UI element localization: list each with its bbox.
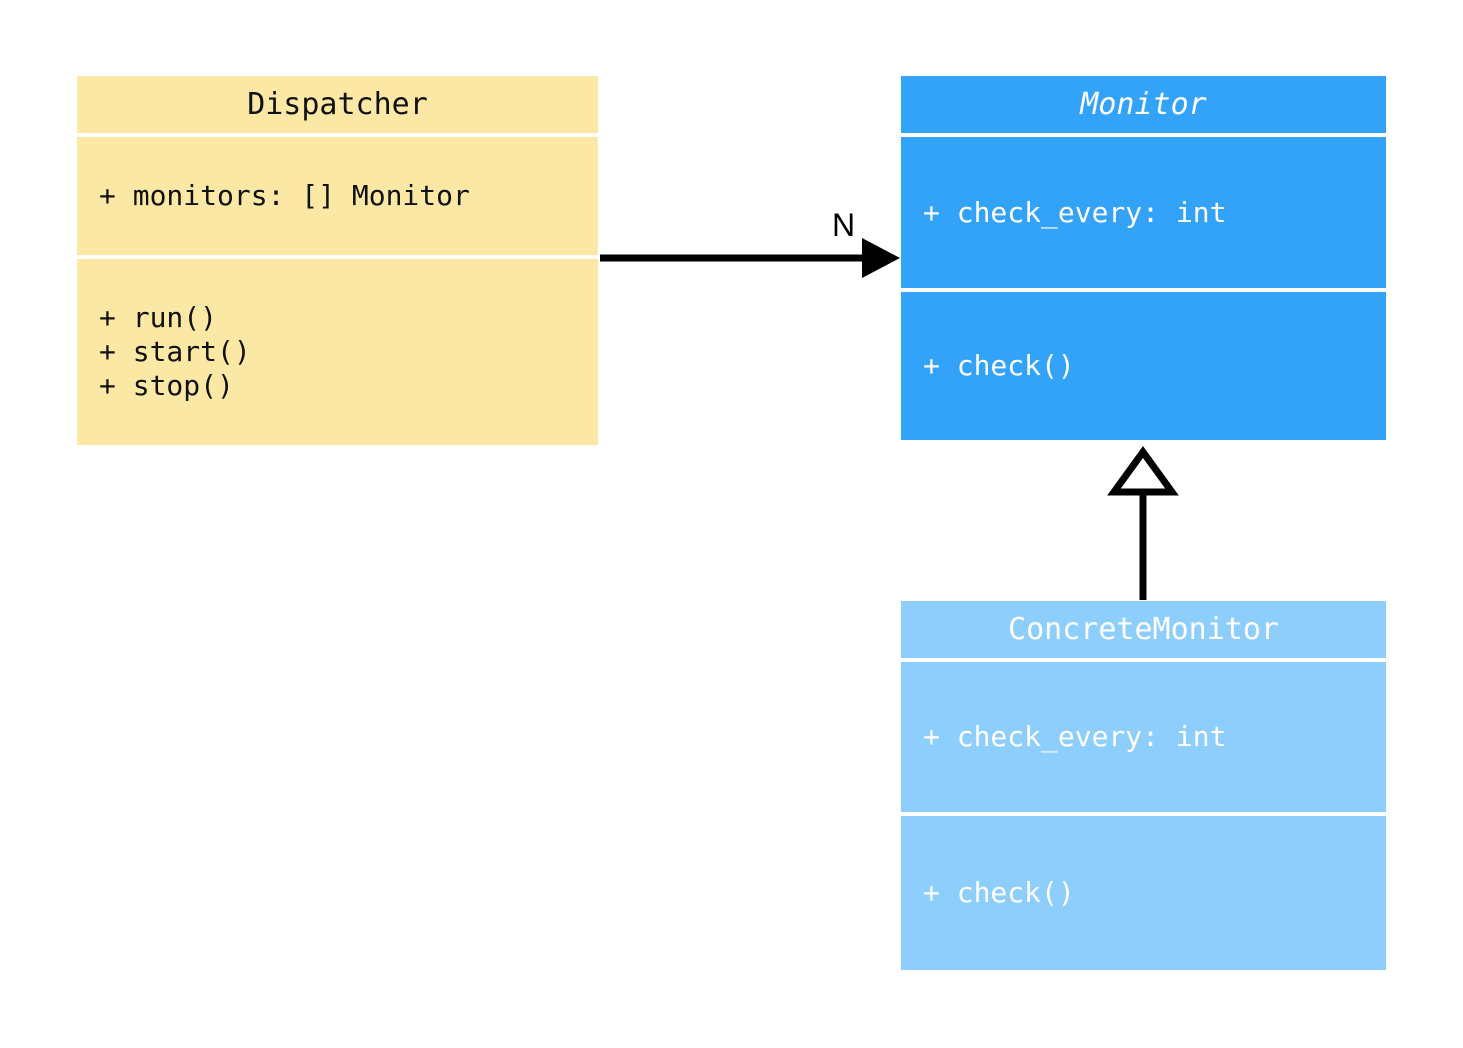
- class-header-concrete-monitor: ConcreteMonitor: [901, 601, 1386, 658]
- compartment-divider: [77, 255, 598, 259]
- operation-item: + check(): [923, 349, 1075, 382]
- operations-compartment-dispatcher: + run() + start() + stop(): [77, 259, 598, 445]
- operations-compartment-monitor: + check(): [901, 292, 1386, 440]
- compartment-divider: [901, 658, 1386, 662]
- hollow-triangle-arrowhead-icon: [1107, 446, 1179, 496]
- class-box-dispatcher[interactable]: Dispatcher + monitors: [] Monitor + run(…: [77, 76, 598, 445]
- compartment-divider: [901, 812, 1386, 816]
- operation-item: + check(): [923, 876, 1075, 909]
- class-box-concrete-monitor[interactable]: ConcreteMonitor + check_every: int + che…: [901, 601, 1386, 970]
- generalization-concrete-monitor-monitor: [1107, 446, 1179, 600]
- operation-item: + stop(): [99, 369, 234, 402]
- class-name-dispatcher: Dispatcher: [247, 86, 428, 122]
- attribute-item: + check_every: int: [923, 195, 1227, 229]
- attributes-compartment-concrete-monitor: + check_every: int: [901, 662, 1386, 812]
- filled-arrowhead-icon: [862, 238, 900, 278]
- compartment-divider: [77, 133, 598, 137]
- operation-item: + run(): [99, 301, 218, 334]
- operation-item: + start(): [99, 335, 251, 368]
- attributes-compartment-monitor: + check_every: int: [901, 137, 1386, 288]
- compartment-divider: [901, 133, 1386, 137]
- compartment-divider: [901, 288, 1386, 292]
- class-box-monitor[interactable]: Monitor + check_every: int + check(): [901, 76, 1386, 440]
- class-name-concrete-monitor: ConcreteMonitor: [1008, 611, 1279, 647]
- operations-compartment-concrete-monitor: + check(): [901, 816, 1386, 970]
- association-dispatcher-monitor: [600, 238, 900, 278]
- class-name-monitor: Monitor: [1080, 86, 1207, 122]
- association-multiplicity-label: N: [832, 207, 856, 243]
- attribute-item: + check_every: int: [923, 720, 1227, 753]
- attributes-compartment-dispatcher: + monitors: [] Monitor: [77, 137, 598, 255]
- class-header-dispatcher: Dispatcher: [77, 76, 598, 133]
- class-header-monitor: Monitor: [901, 76, 1386, 133]
- attribute-item: + monitors: [] Monitor: [99, 179, 470, 212]
